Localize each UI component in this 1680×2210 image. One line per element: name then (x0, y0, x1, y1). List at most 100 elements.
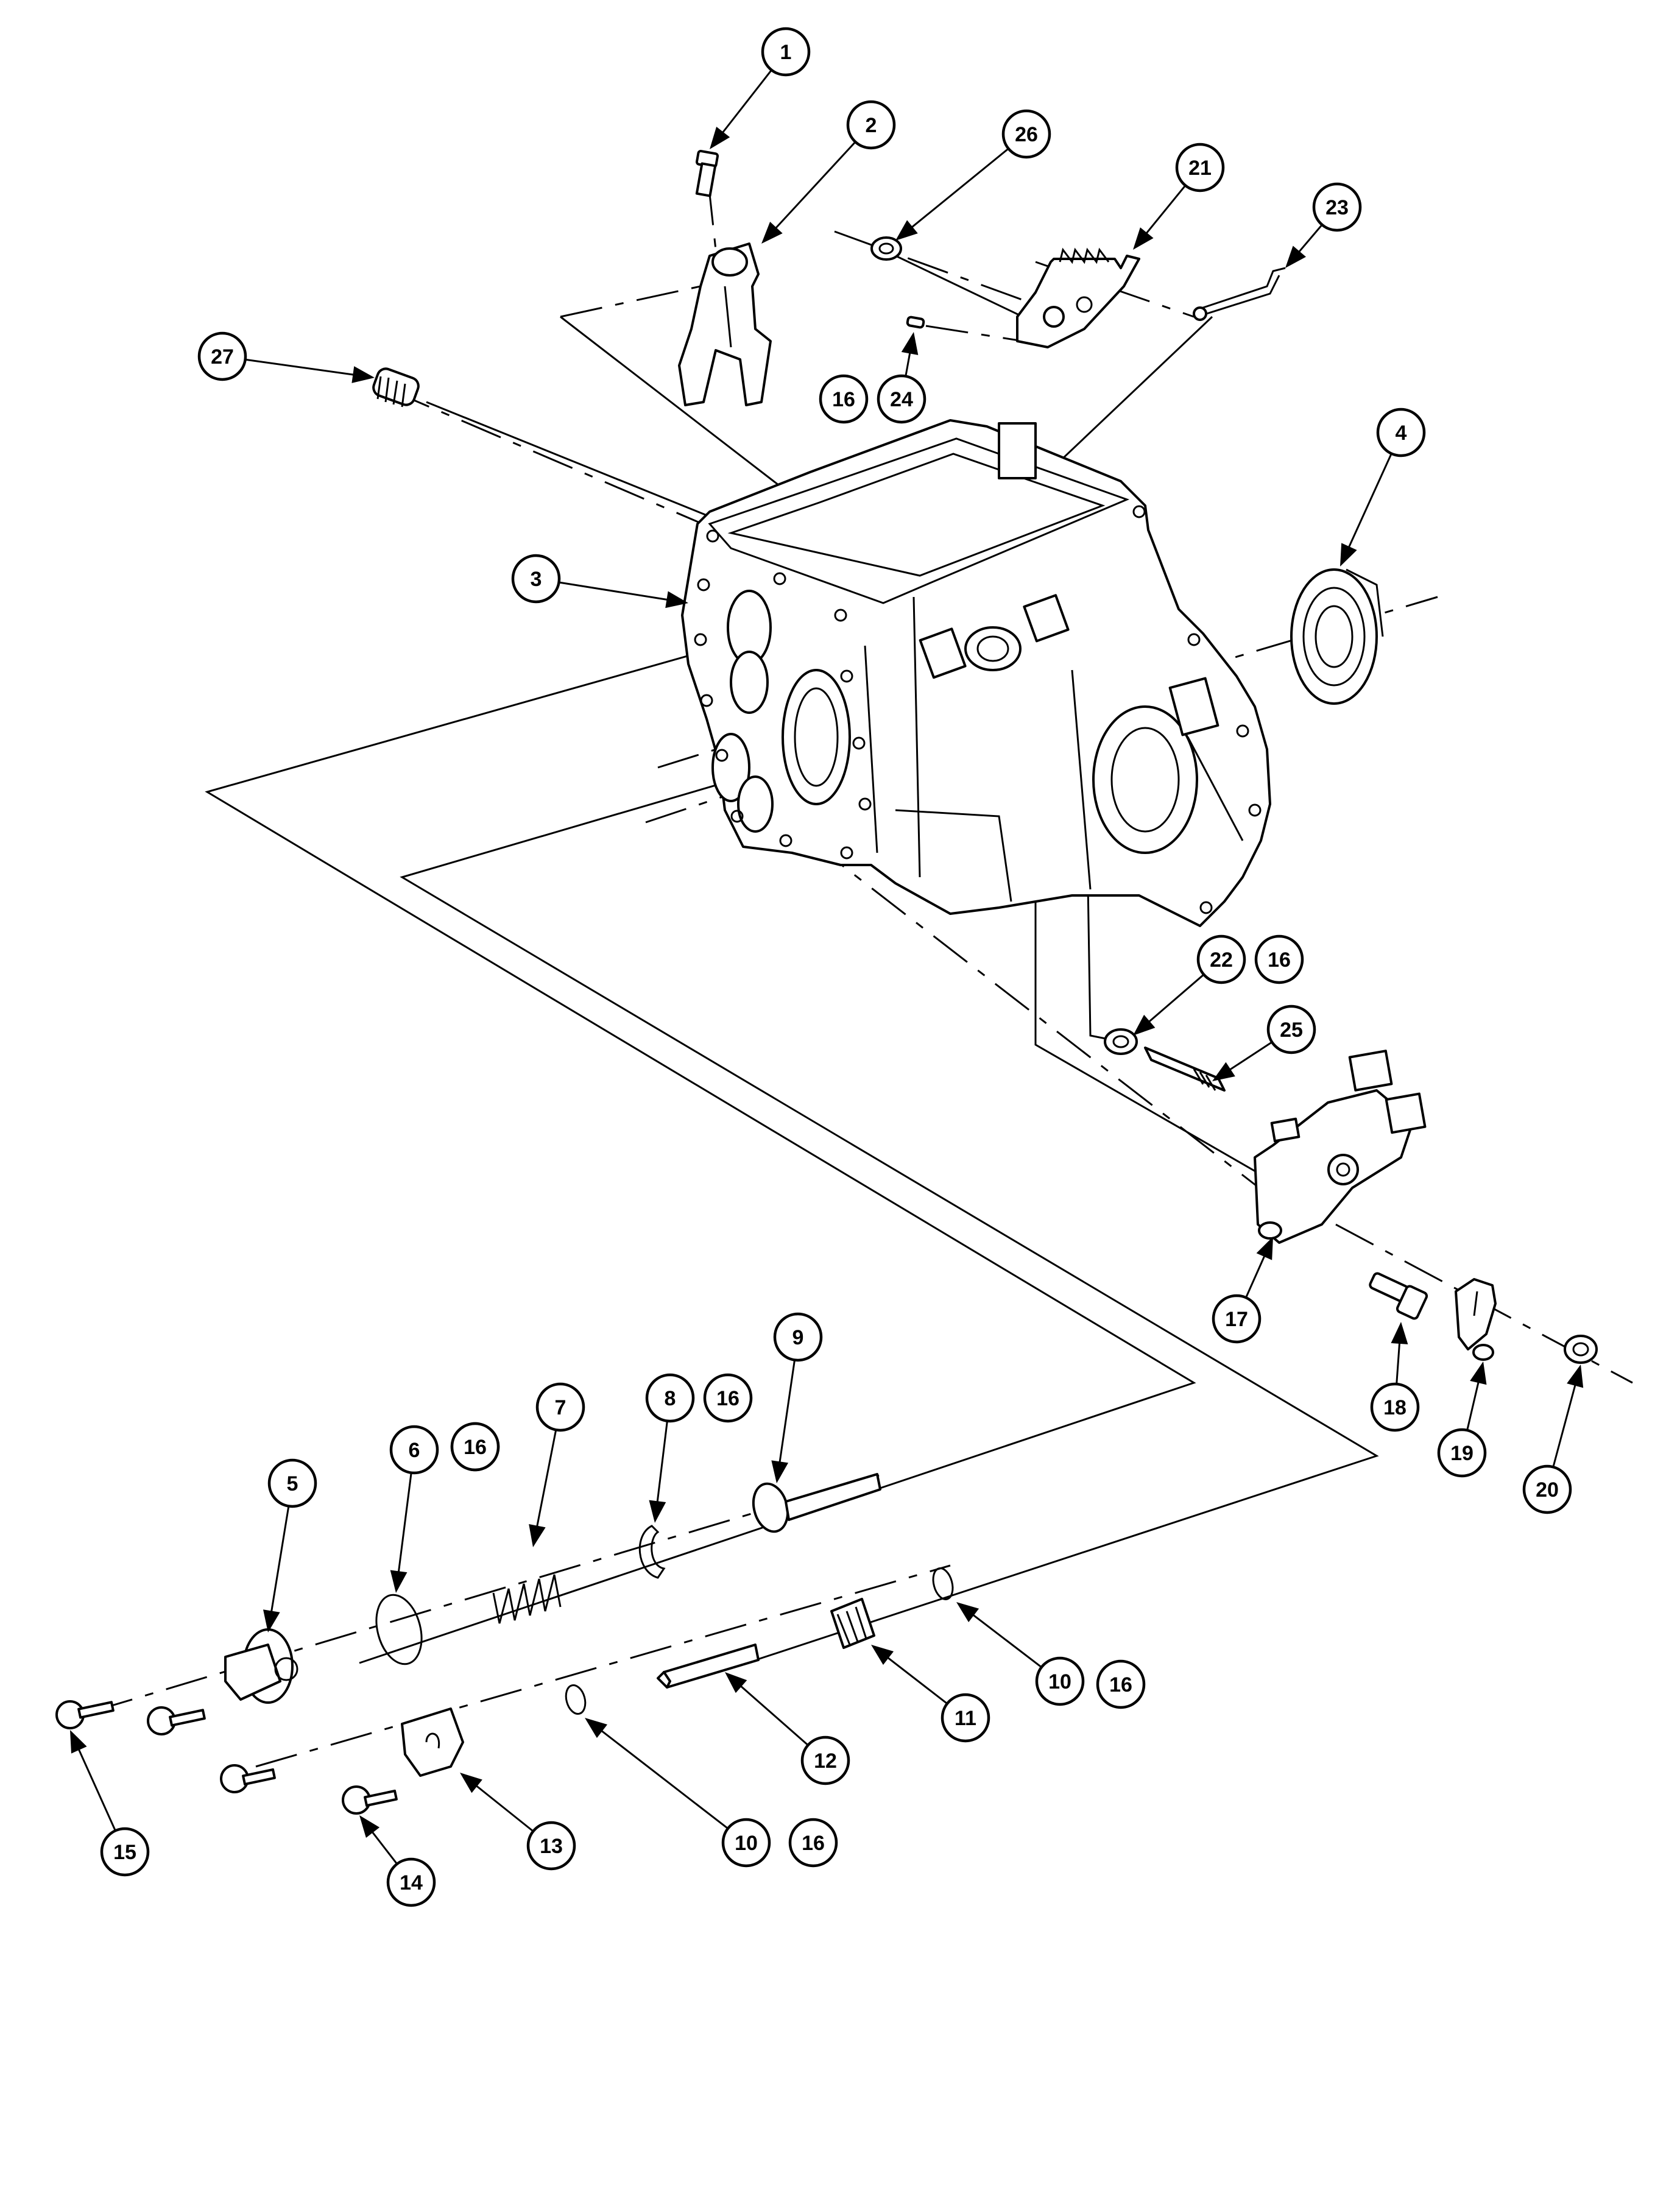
callout-circle (1096, 1659, 1146, 1709)
callout-circle (788, 1818, 838, 1868)
leader-line-20 (1552, 1379, 1578, 1467)
leader-line-9 (778, 1360, 796, 1468)
callout-circle (100, 1827, 150, 1877)
callout-25: 25 (1266, 1004, 1316, 1054)
callout-circle (1437, 1428, 1487, 1478)
bearing-11 (830, 1598, 875, 1649)
leader-arrowhead-20 (1567, 1364, 1584, 1388)
callout-circle (386, 1857, 436, 1907)
leader-arrowhead-15 (70, 1730, 87, 1754)
callout-circle (267, 1458, 317, 1508)
callouts: 1234567891010111213141516161616161616171… (100, 27, 1572, 1907)
case-flange-bolt-holes (694, 505, 1262, 914)
callout-3: 3 (511, 554, 561, 604)
leader-arrowhead-17 (1256, 1237, 1273, 1260)
callout-6: 6 (389, 1425, 439, 1475)
manual-shaft-25 (1144, 1047, 1226, 1092)
callout-13: 13 (526, 1821, 576, 1871)
callout-circle (703, 1373, 753, 1423)
seal-4 (1290, 568, 1384, 705)
plug-27 (372, 367, 420, 408)
callout-circle (941, 1693, 990, 1743)
leader-line-8 (655, 1421, 668, 1508)
callout-5: 5 (267, 1458, 317, 1508)
callout-label: 19 (1450, 1442, 1474, 1465)
callout-26: 26 (1001, 109, 1051, 159)
seal-22 (1104, 1028, 1138, 1055)
leader-line-21 (1142, 185, 1187, 238)
callout-circle (197, 331, 247, 381)
callout-label: 11 (955, 1707, 976, 1730)
washer-10-upper (932, 1567, 954, 1600)
callout-circle (645, 1373, 695, 1423)
callout-label: 26 (1015, 123, 1038, 146)
callout-label: 16 (1268, 948, 1291, 972)
leader-arrowhead-9 (771, 1460, 789, 1483)
callout-22: 22 (1196, 934, 1246, 984)
callout-circle (1212, 1294, 1262, 1344)
callout-circle (389, 1425, 439, 1475)
callout-label: 7 (555, 1396, 566, 1419)
callout-label: 14 (400, 1871, 423, 1894)
callout-circle (846, 100, 896, 150)
leader-arrowhead-1 (710, 127, 730, 149)
callout-8: 8 (645, 1373, 695, 1423)
leader-line-25 (1224, 1041, 1273, 1074)
callout-23: 23 (1312, 182, 1362, 232)
callout-label: 24 (890, 388, 913, 411)
callout-label: 18 (1383, 1396, 1406, 1419)
callout-circle (800, 1735, 850, 1785)
leader-arrowhead-4 (1340, 543, 1357, 567)
callout-16: 16 (1096, 1659, 1146, 1709)
callout-circle (511, 554, 561, 604)
callout-label: 21 (1188, 157, 1212, 180)
servo-cover-5 (224, 1628, 298, 1704)
leader-arrowhead-3 (665, 591, 688, 609)
callout-label: 13 (540, 1835, 563, 1858)
callout-circle (1175, 143, 1225, 192)
callout-label: 25 (1280, 1019, 1303, 1042)
pin-24 (906, 316, 925, 329)
cover-13 (401, 1707, 464, 1777)
leader-line-14 (368, 1827, 398, 1865)
callout-16: 16 (1254, 934, 1304, 984)
detent-lever-21 (1016, 247, 1140, 348)
callout-21: 21 (1175, 143, 1225, 192)
callout-circle (819, 374, 869, 424)
leader-line-10 (968, 1611, 1042, 1668)
callout-circle (526, 1821, 576, 1871)
callout-label: 16 (716, 1387, 739, 1410)
range-sensor-17 (1254, 1050, 1427, 1244)
callout-11: 11 (941, 1693, 990, 1743)
leader-arrowhead-27 (351, 366, 375, 383)
callout-label: 17 (1225, 1308, 1248, 1331)
leader-line-3 (559, 581, 673, 602)
callout-label: 16 (802, 1832, 825, 1855)
callout-circle (1522, 1464, 1572, 1514)
callout-label: 9 (792, 1326, 804, 1349)
bolt-18 (1369, 1272, 1428, 1320)
callout-7: 7 (535, 1382, 585, 1432)
leader-arrowhead-14 (359, 1815, 380, 1838)
callout-label: 3 (531, 568, 542, 591)
leader-line-22 (1144, 973, 1205, 1026)
bolts-15 (55, 1700, 206, 1735)
bolts-14 (220, 1764, 398, 1815)
leader-arrowhead-12 (725, 1672, 747, 1693)
callout-4: 4 (1376, 408, 1426, 457)
callout-label: 16 (832, 388, 855, 411)
callout-circle (1266, 1004, 1316, 1054)
callout-label: 22 (1210, 948, 1233, 972)
leader-arrowhead-26 (895, 220, 918, 241)
callout-27: 27 (197, 331, 247, 381)
callout-circle (1196, 934, 1246, 984)
transmission-case (681, 419, 1271, 927)
callout-24: 24 (877, 374, 926, 424)
callout-16: 16 (450, 1422, 500, 1472)
leader-line-10 (596, 1726, 729, 1829)
leader-line-1 (718, 69, 772, 138)
leader-arrowhead-25 (1212, 1062, 1235, 1081)
leader-line-11 (883, 1653, 948, 1704)
callout-circle (1312, 182, 1362, 232)
